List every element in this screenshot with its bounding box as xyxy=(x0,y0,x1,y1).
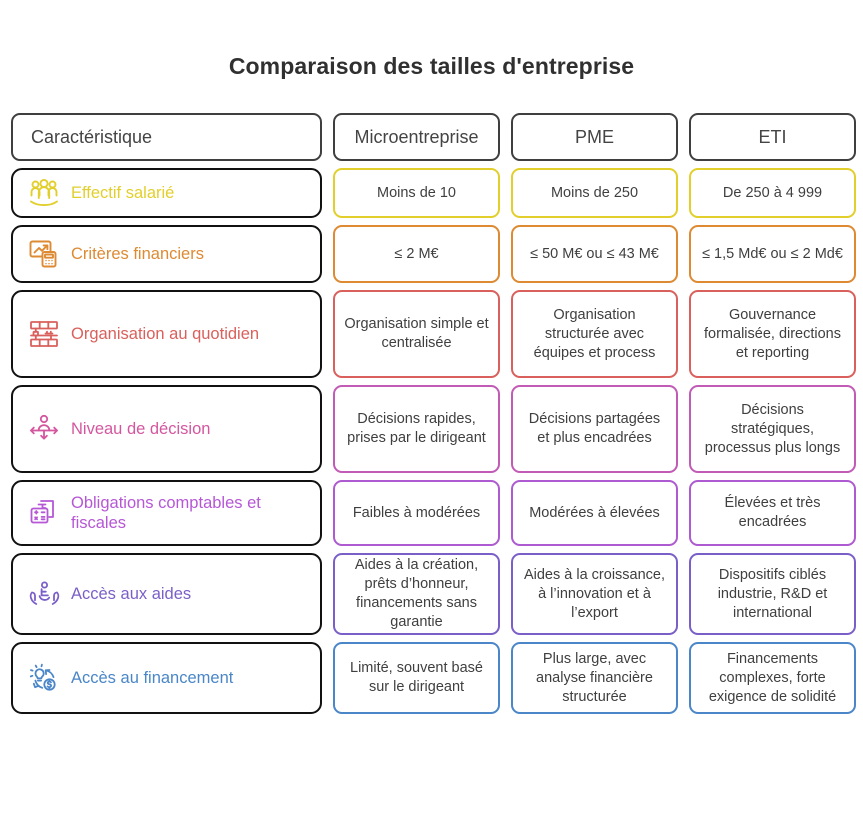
feature-cell-aides: Accès aux aides xyxy=(11,553,322,635)
table-row: Accès au financement Limité, souvent bas… xyxy=(11,642,856,714)
team-people-icon xyxy=(27,176,61,210)
cell-decision-pme: Décisions partagées et plus encadrées xyxy=(511,385,678,473)
feature-cell-criteres: Critères financiers xyxy=(11,225,322,283)
feature-label: Niveau de décision xyxy=(71,420,211,438)
header-cell-eti: ETI xyxy=(689,113,856,161)
feature-label: Critères financiers xyxy=(71,245,204,263)
cell-aides-pme: Aides à la croissance, à l’innovation et… xyxy=(511,553,678,635)
chart-calculator-icon xyxy=(27,237,61,271)
table-row: Niveau de décision Décisions rapides, pr… xyxy=(11,385,856,473)
decision-arrows-icon xyxy=(27,412,61,446)
cell-organisation-pme: Organisation structurée avec équipes et … xyxy=(511,290,678,378)
cell-aides-eti: Dispositifs ciblés industrie, R&D et int… xyxy=(689,553,856,635)
cell-organisation-microentreprise: Organisation simple et centralisée xyxy=(333,290,500,378)
funding-idea-icon xyxy=(27,661,61,695)
feature-label: Organisation au quotidien xyxy=(71,325,260,343)
cell-effectif-eti: De 250 à 4 999 xyxy=(689,168,856,218)
feature-label: Accès au financement xyxy=(71,669,234,687)
table-row: Accès aux aides Aides à la création, prê… xyxy=(11,553,856,635)
cell-effectif-microentreprise: Moins de 10 xyxy=(333,168,500,218)
table-row: Critères financiers ≤ 2 M€ ≤ 50 M€ ou ≤ … xyxy=(11,225,856,283)
feature-label: Obligations comptables et fiscales xyxy=(71,494,261,532)
cell-criteres-microentreprise: ≤ 2 M€ xyxy=(333,225,500,283)
table-row: Organisation au quotidien Organisation s… xyxy=(11,290,856,378)
table-header-row: Caractéristique Microentreprise PME ETI xyxy=(11,113,856,161)
calculator-document-icon xyxy=(27,496,61,530)
cell-decision-eti: Décisions stratégiques, processus plus l… xyxy=(689,385,856,473)
org-structure-icon xyxy=(27,317,61,351)
header-cell-microentreprise: Microentreprise xyxy=(333,113,500,161)
cell-organisation-eti: Gouvernance formalisée, directions et re… xyxy=(689,290,856,378)
table-row: Obligations comptables et fiscales Faibl… xyxy=(11,480,856,546)
support-hands-icon xyxy=(27,577,61,611)
cell-criteres-eti: ≤ 1,5 Md€ ou ≤ 2 Md€ xyxy=(689,225,856,283)
header-cell-feature: Caractéristique xyxy=(11,113,322,161)
feature-cell-effectif: Effectif salarié xyxy=(11,168,322,218)
feature-label: Effectif salarié xyxy=(71,184,175,202)
feature-cell-financement: Accès au financement xyxy=(11,642,322,714)
table-row: Effectif salarié Moins de 10 Moins de 25… xyxy=(11,168,856,218)
cell-effectif-pme: Moins de 250 xyxy=(511,168,678,218)
feature-cell-obligations: Obligations comptables et fiscales xyxy=(11,480,322,546)
cell-obligations-eti: Élevées et très encadrées xyxy=(689,480,856,546)
cell-financement-eti: Financements complexes, forte exigence d… xyxy=(689,642,856,714)
cell-financement-pme: Plus large, avec analyse financière stru… xyxy=(511,642,678,714)
cell-decision-microentreprise: Décisions rapides, prises par le dirigea… xyxy=(333,385,500,473)
feature-cell-organisation: Organisation au quotidien xyxy=(11,290,322,378)
cell-criteres-pme: ≤ 50 M€ ou ≤ 43 M€ xyxy=(511,225,678,283)
cell-aides-microentreprise: Aides à la création, prêts d’honneur, fi… xyxy=(333,553,500,635)
cell-obligations-microentreprise: Faibles à modérées xyxy=(333,480,500,546)
comparison-table: Caractéristique Microentreprise PME ETI xyxy=(11,113,856,714)
feature-label: Accès aux aides xyxy=(71,585,192,603)
header-cell-pme: PME xyxy=(511,113,678,161)
cell-financement-microentreprise: Limité, souvent basé sur le dirigeant xyxy=(333,642,500,714)
cell-obligations-pme: Modérées à élevées xyxy=(511,480,678,546)
feature-cell-decision: Niveau de décision xyxy=(11,385,322,473)
page-title: Comparaison des tailles d'entreprise xyxy=(228,53,635,79)
